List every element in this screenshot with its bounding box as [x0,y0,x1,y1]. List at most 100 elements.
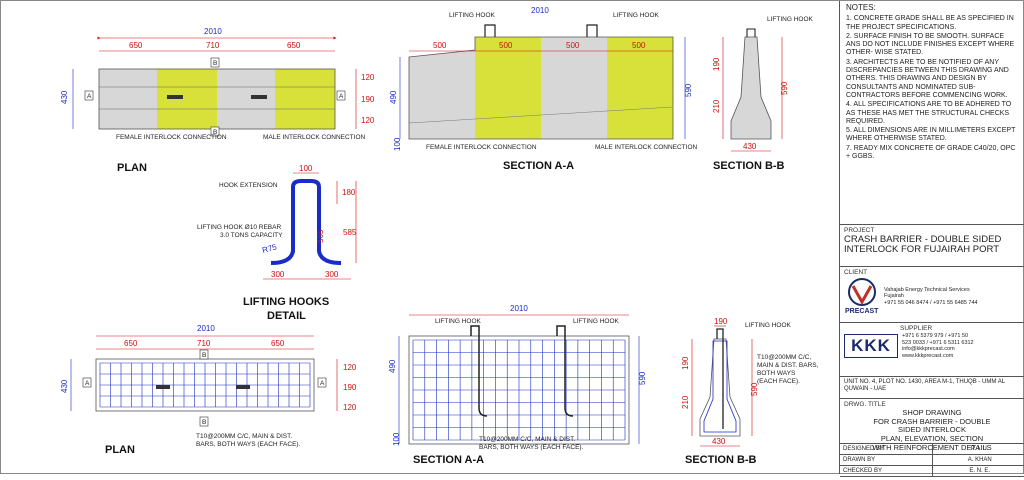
section-aa-top-right-h: 590 [684,83,693,97]
plan-top-mark-a-left: A [87,93,92,100]
section-aa-bottom-view: LIFTING HOOK LIFTING HOOK 2010 490 100 5… [388,304,647,466]
plan-bottom-side-1: 120 [343,363,357,372]
plan-top-yellow-2 [275,69,335,129]
section-aa-bottom-right-h: 590 [638,371,647,385]
section-aa-top-hook-2 [587,25,597,37]
hook-radius: R75 [261,242,278,255]
note-item: 7. Ready mix concrete of grade C40/20, O… [846,145,1018,162]
plan-bottom-title: PLAN [105,444,135,456]
section-aa-top-left-h: 490 [389,90,398,104]
section-aa-bottom-overall: 2010 [510,304,528,313]
section-aa-top-title: SECTION A-A [503,160,574,172]
supplier-web: www.kkkprecast.com [902,353,974,359]
supplier-panel: SUPPLIER KKK +971 6 5379 979 / +971 50 5… [840,323,1024,377]
project-panel: PROJECT CRASH BARRIER - DOUBLE SIDED INT… [840,225,1024,267]
project-name: CRASH BARRIER - DOUBLE SIDED INTERLOCK F… [844,235,1020,255]
signoff-row: DESIGNED BY P. I. U. [840,444,1024,455]
plan-top-side-1: 120 [361,73,375,82]
notes-heading: NOTES: [846,4,1018,12]
section-aa-top-hook-label-1: LIFTING HOOK [449,12,496,19]
section-aa-top-male: MALE INTERLOCK CONNECTION [595,144,698,151]
plan-bottom-view: 2010 650 710 650 430 120 190 120 A A B B… [60,324,357,456]
plan-top-side-2: 190 [361,95,375,104]
section-aa-top-seg-4: 500 [632,41,646,50]
drawing-canvas: 2010 650 710 650 430 120 190 120 A A B B… [1,1,839,475]
section-aa-top-female: FEMALE INTERLOCK CONNECTION [426,144,537,151]
plan-top-male: MALE INTERLOCK CONNECTION [263,134,366,141]
section-bb-bottom-title: SECTION B-B [685,454,757,466]
hook-h180: 180 [342,188,356,197]
section-aa-top-overall: 2010 [531,6,549,15]
section-aa-top-seg-1: 500 [433,41,447,50]
section-bb-bottom-rebar-3: BOTH WAYS [757,370,796,377]
plan-bottom-rebar-2: BARS, BOTH WAYS (EACH FACE). [196,441,301,448]
note-item: 1. Concrete grade shall be as specified … [846,15,1018,32]
section-aa-top-yellow-1 [475,37,541,139]
notes-panel: NOTES: 1. Concrete grade shall be as spe… [840,1,1024,225]
section-aa-top-hook-label-2: LIFTING HOOK [613,12,660,19]
supplier-caption: SUPPLIER [900,325,1020,333]
section-bb-top-hook: LIFTING HOOK [767,16,814,23]
section-aa-bottom-left-h: 490 [388,359,397,373]
note-item: 3. Architects are to be notified of any … [846,59,1018,100]
section-bb-top-base: 430 [743,142,757,151]
section-aa-top-seg-2: 500 [499,41,513,50]
plan-bottom-seg-3: 650 [271,339,285,348]
hook-title-2: DETAIL [267,310,306,322]
section-bb-bottom-base: 430 [712,437,726,446]
plan-top-seg-1: 650 [129,41,143,50]
signoff-label: DESIGNED BY [840,444,932,454]
plan-bottom-side-2: 190 [343,383,357,392]
signoff-row: CHECKED BY E. N. E. [840,466,1024,477]
section-aa-top-hook-1 [485,25,495,37]
section-aa-top-bottom-h: 100 [393,137,402,151]
client-caption: CLIENT [844,269,1020,277]
hook-title: LIFTING HOOKS [243,296,329,308]
section-aa-bottom-hook-label-2: LIFTING HOOK [573,318,620,325]
hook-top: 100 [299,164,313,173]
section-aa-top-seg-3: 500 [566,41,580,50]
signoff-row: DRAWN BY A. KHAN [840,455,1024,466]
plan-top-gray-left [99,69,157,129]
plan-bottom-side-3: 120 [343,403,357,412]
plan-top-mark-b-top: B [213,60,217,67]
signoff-label: CHECKED BY [840,466,932,476]
signoff-label: DRAWN BY [840,455,932,465]
drawing-title-panel: DRWG. TITLE SHOP DRAWING FOR CRASH BARRI… [840,399,1024,444]
plan-top-view: 2010 650 710 650 430 120 190 120 A A B B… [60,27,375,174]
plan-bottom-overall: 2010 [197,324,215,333]
section-aa-top-view: LIFTING HOOK LIFTING HOOK 2010 500 500 5… [389,6,698,172]
supplier-phone-1: +971 6 5379 979 / +971 50 [902,333,974,339]
section-bb-top-h2: 210 [712,99,721,113]
section-aa-bottom-bottom-h: 100 [392,432,401,446]
plan-top-side-3: 120 [361,116,375,125]
plan-top-title: PLAN [117,162,147,174]
plan-top-hook-2 [251,95,267,99]
note-item: 2. Surface finish to be smooth. Surface … [846,33,1018,58]
plan-bottom-rebar-1: T10@200MM C/C, MAIN & DIST. [196,433,292,440]
plan-top-height: 430 [60,90,69,104]
section-bb-bottom-h2: 210 [681,395,690,409]
section-aa-bottom-title: SECTION A-A [413,454,484,466]
hook-h565: 565 [316,229,325,243]
supplier-address: UNIT NO. 4, PLOT NO. 1430, AREA M-1, THU… [840,377,1024,399]
precast-logo-icon: PRECAST [844,277,880,315]
plan-bottom-mark-b-bottom: B [202,419,206,426]
section-bb-top-h1: 190 [712,57,721,71]
plan-top-hook-1 [167,95,183,99]
note-item: 5. All dimensions are in millimeters exc… [846,127,1018,144]
hook-rebar-shape [271,181,341,263]
plan-bottom-seg-2: 710 [197,339,211,348]
hook-rebar: LIFTING HOOK Ø10 REBAR [197,224,281,231]
section-bb-bottom-view: 190 LIFTING HOOK 190 210 590 T10@200MM C… [681,317,819,466]
section-aa-top-yellow-2 [607,37,673,139]
section-aa-bottom-rebar-1: T10@200MM C/C, MAIN & DIST. [479,436,575,443]
plan-top-female: FEMALE INTERLOCK CONNECTION [116,134,227,141]
client-phone: +971 55 046 8474 / +971 55 6485 744 [884,300,978,306]
plan-bottom-mark-a-right: A [320,380,325,387]
client-panel: CLIENT PRECAST Vahajab Energy Technical … [840,267,1024,323]
note-item: 4. All specifications are to be adhered … [846,101,1018,126]
plan-bottom-seg-1: 650 [124,339,138,348]
hook-extension: HOOK EXTENSION [219,182,278,189]
